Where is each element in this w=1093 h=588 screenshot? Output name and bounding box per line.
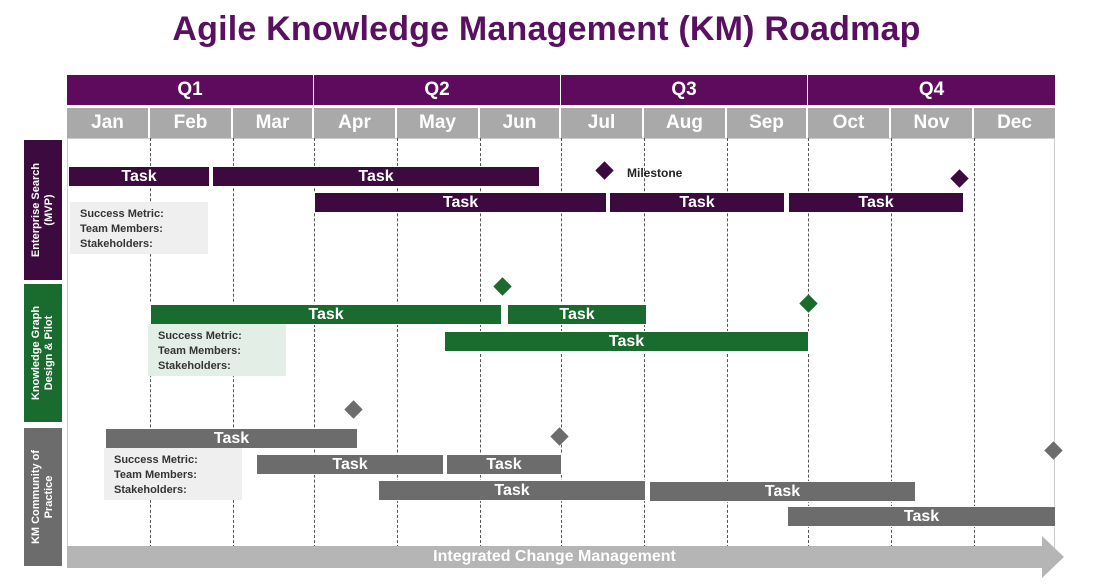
month-sep: Sep — [727, 108, 808, 138]
task-bar[interactable]: Task — [788, 192, 964, 213]
task-bar[interactable]: Task — [150, 304, 502, 325]
month-jul: Jul — [561, 108, 644, 138]
month-aug: Aug — [644, 108, 727, 138]
task-bar[interactable]: Task — [444, 331, 809, 352]
month-mar: Mar — [233, 108, 314, 138]
task-bar[interactable]: Task — [787, 506, 1056, 527]
quarter-q4: Q4 — [808, 75, 1055, 105]
info-box: Success Metric: Team Members: Stakeholde… — [148, 324, 286, 376]
month-dec: Dec — [974, 108, 1055, 138]
info-box: Success Metric: Team Members: Stakeholde… — [70, 202, 208, 254]
success-metric-label: Success Metric: — [114, 454, 198, 466]
workstream-label-line: Design & Pilot — [43, 315, 55, 391]
quarter-q2: Q2 — [314, 75, 561, 105]
team-members-label: Team Members: — [158, 345, 241, 357]
stakeholders-label: Stakeholders: — [158, 360, 231, 372]
task-bar[interactable]: Task — [609, 192, 785, 213]
success-metric-label: Success Metric: — [158, 330, 242, 342]
arrow-head-icon — [1042, 536, 1064, 578]
task-bar[interactable]: Task — [314, 192, 607, 213]
quarter-q3: Q3 — [561, 75, 808, 105]
workstream-label-enterprise-search: Enterprise Search(MVP) — [24, 140, 62, 280]
workstream-label-line: KM Community of — [30, 449, 42, 545]
success-metric-label: Success Metric: — [80, 208, 164, 220]
team-members-label: Team Members: — [114, 469, 197, 481]
task-bar[interactable]: Task — [378, 480, 646, 501]
team-members-label: Team Members: — [80, 223, 163, 235]
page-title: Agile Knowledge Management (KM) Roadmap — [172, 10, 921, 48]
gridline — [891, 138, 892, 548]
gridline — [314, 138, 315, 548]
task-bar[interactable]: Task — [649, 481, 916, 502]
month-nov: Nov — [891, 108, 974, 138]
task-bar[interactable]: Task — [507, 304, 647, 325]
workstream-label-line: Knowledge Graph — [30, 305, 42, 401]
info-box: Success Metric: Team Members: Stakeholde… — [104, 448, 242, 500]
task-bar[interactable]: Task — [256, 454, 444, 475]
task-bar[interactable]: Task — [68, 166, 210, 187]
workstream-label-line: Enterprise Search — [30, 162, 42, 258]
milestone-label: Milestone — [627, 166, 683, 180]
workstream-label-line: (MVP) — [43, 194, 55, 226]
month-apr: Apr — [314, 108, 397, 138]
task-bar[interactable]: Task — [446, 454, 562, 475]
month-jan: Jan — [67, 108, 150, 138]
task-bar[interactable]: Task — [105, 428, 358, 449]
month-feb: Feb — [150, 108, 233, 138]
workstream-label-line: Practice — [43, 475, 55, 519]
month-jun: Jun — [480, 108, 561, 138]
stakeholders-label: Stakeholders: — [80, 238, 153, 250]
quarter-q1: Q1 — [67, 75, 314, 105]
task-bar[interactable]: Task — [212, 166, 540, 187]
gridline — [397, 138, 398, 548]
stakeholders-label: Stakeholders: — [114, 484, 187, 496]
change-management-arrow: Integrated Change Management — [67, 546, 1042, 568]
month-may: May — [397, 108, 480, 138]
month-oct: Oct — [808, 108, 891, 138]
gridline — [974, 138, 975, 548]
